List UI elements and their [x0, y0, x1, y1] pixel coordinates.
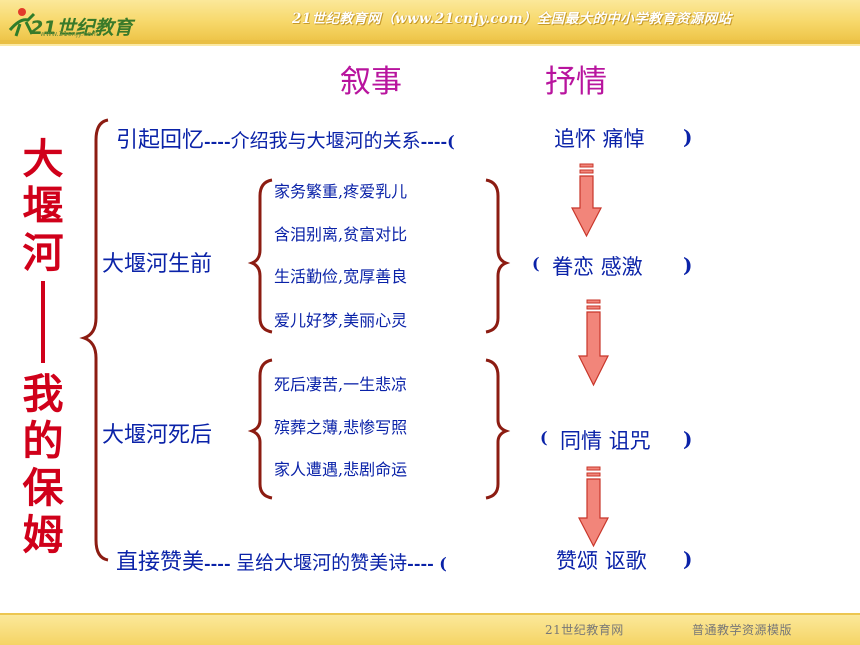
list-item: 殡葬之薄,悲惨写照	[274, 418, 408, 437]
down-arrow-icon	[578, 299, 609, 387]
row-recall-dash-open: ----(	[420, 132, 455, 151]
paren-close-3: )	[683, 427, 693, 451]
banner-slogan: 21世纪教育网（www.21cnjy.com）全国最大的中小学教育资源网站	[292, 11, 732, 27]
paren-close-1: )	[683, 125, 693, 149]
footer-site-name: 21世纪教育网	[545, 623, 624, 637]
title-char: 堰	[22, 182, 64, 230]
row-praise-desc: 呈给大堰河的赞美诗	[236, 552, 408, 574]
emotion-praise: 赞颂 讴歌	[556, 549, 647, 573]
title-char: 我	[22, 370, 64, 418]
row-praise: 直接赞美---- 呈给大堰河的赞美诗---- (	[116, 544, 447, 576]
row-before-death-main: 大堰河生前	[102, 252, 213, 277]
title-char: 的	[22, 417, 64, 465]
paren-open-3: (	[540, 428, 548, 447]
logo-runner-icon	[8, 8, 36, 37]
title-dash	[41, 281, 45, 363]
row-praise-dash-open: ---- (	[407, 554, 447, 573]
title-char: 姆	[22, 511, 64, 559]
paren-close-2: )	[683, 253, 693, 277]
row-recall: 引起回忆----介绍我与大堰河的关系----(	[116, 122, 455, 154]
row-praise-main: 直接赞美	[116, 550, 205, 575]
brace-r2-right	[485, 178, 511, 334]
list-item: 死后凄苦,一生悲凉	[274, 375, 408, 394]
list-item: 含泪别离,贫富对比	[274, 225, 408, 244]
emotion-after-death: 同情 诅咒	[560, 429, 651, 453]
row-praise-dash: ----	[204, 554, 237, 573]
paren-close-4: )	[683, 547, 693, 571]
header-lyric: 抒情	[545, 64, 607, 100]
logo-text: 21世纪教育	[30, 17, 133, 39]
list-item: 生活勤俭,宽厚善良	[274, 267, 408, 286]
list-item: 家务繁重,疼爱乳儿	[274, 182, 408, 201]
footer-line	[0, 613, 860, 615]
paren-open-2: (	[532, 254, 540, 273]
emotion-recall: 追怀 痛悼	[554, 127, 645, 151]
row-recall-dash: ----	[204, 132, 231, 151]
title-char: 河	[22, 229, 64, 277]
header-narrative: 叙事	[340, 64, 402, 100]
brace-r2-left	[247, 178, 273, 334]
title-char: 保	[22, 464, 64, 512]
footer-banner	[0, 615, 860, 645]
emotion-before-death: 眷恋 感激	[552, 255, 643, 279]
vertical-title: 大 堰 河 我 的 保 姆	[20, 136, 66, 559]
down-arrow-icon	[578, 466, 609, 548]
banner-stripe-light	[0, 44, 860, 46]
row-recall-main: 引起回忆	[116, 128, 205, 153]
row-after-death-main: 大堰河死后	[102, 423, 213, 448]
list-item: 爱儿好梦,美丽心灵	[274, 311, 408, 330]
brace-r3-right	[485, 358, 511, 500]
title-char: 大	[22, 135, 64, 183]
footer-template-name: 普通教学资源模版	[692, 623, 793, 637]
top-banner	[0, 0, 860, 40]
brace-r3-left	[247, 358, 273, 500]
big-left-brace	[79, 118, 109, 562]
row-recall-desc: 介绍我与大堰河的关系	[230, 130, 421, 152]
down-arrow-icon	[571, 163, 602, 238]
list-item: 家人遭遇,悲剧命运	[274, 460, 408, 479]
banner-stripe	[0, 40, 860, 44]
logo-url: www.21cnjy.com	[40, 30, 99, 38]
